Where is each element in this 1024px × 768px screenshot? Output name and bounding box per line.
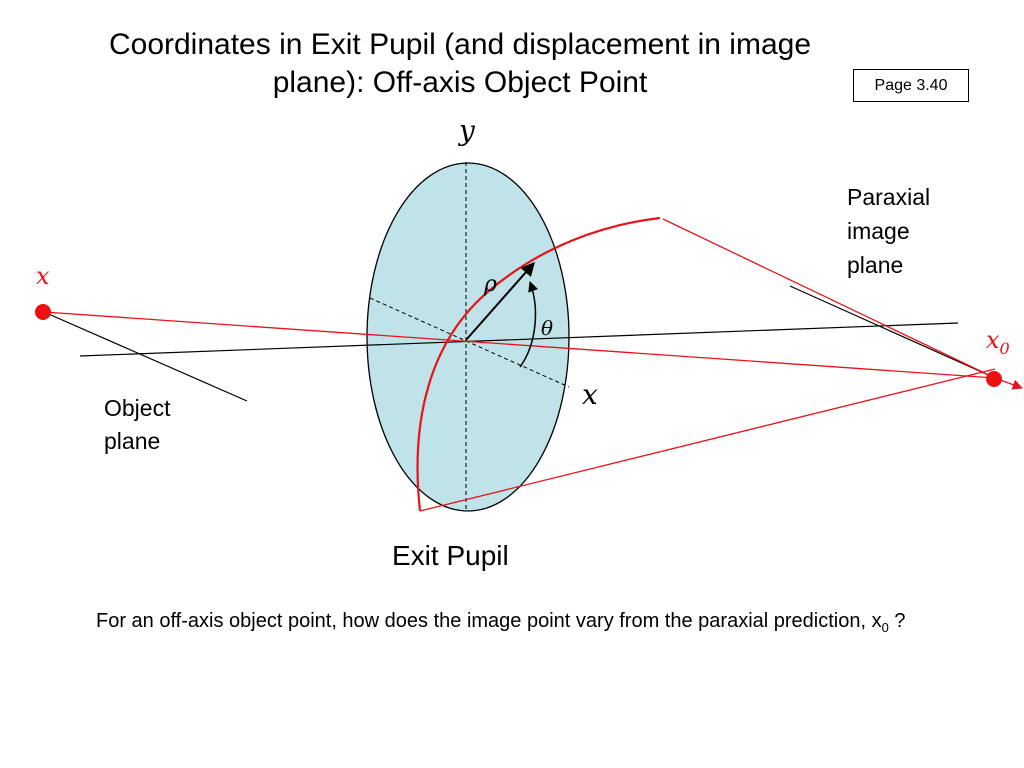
rho-label: ρ [484,272,497,297]
theta-label: θ [541,316,554,340]
question-main: For an off-axis object point, how does t… [96,610,882,632]
x0-subscript: 0 [999,338,1010,358]
ray-fan-arc [416,216,661,512]
object-plane-line-1: Object [104,395,171,421]
object-plane-line-2: plane [104,428,161,454]
paraxial-image-plane-line [789,285,996,379]
paraxial-line-1: Paraxial [847,184,931,210]
object-point [35,304,51,320]
pupil-x-axis-dashed [369,297,570,388]
page-number-box: Page 3.40 [853,69,969,102]
object-x-label: x [36,262,50,290]
object-plane-line [43,311,248,402]
rho-arrow [465,261,535,341]
image-point-x0 [986,371,1002,387]
object-plane-label: Object plane [104,392,224,458]
y-axis-label: y [459,114,475,147]
paraxial-line-2: image [847,218,910,244]
question-subscript: 0 [881,620,889,635]
theta-arc-arrow [519,281,539,368]
optical-axis [79,322,959,357]
question-end: ? [888,610,906,632]
page-title: Coordinates in Exit Pupil (and displacem… [108,28,812,99]
question-text: For an off-axis object point, how does t… [96,606,916,643]
x0-label: x0 [986,326,1010,358]
upper-marginal-ray [662,218,996,379]
lower-marginal-ray [419,368,996,512]
x-axis-label: x [582,378,598,411]
paraxial-image-plane-label: Paraxial image plane [847,180,987,282]
paraxial-line-3: plane [847,252,904,278]
exit-pupil-label: Exit Pupil [392,540,509,571]
x0-main: x [986,326,1000,354]
chief-ray [43,311,996,379]
